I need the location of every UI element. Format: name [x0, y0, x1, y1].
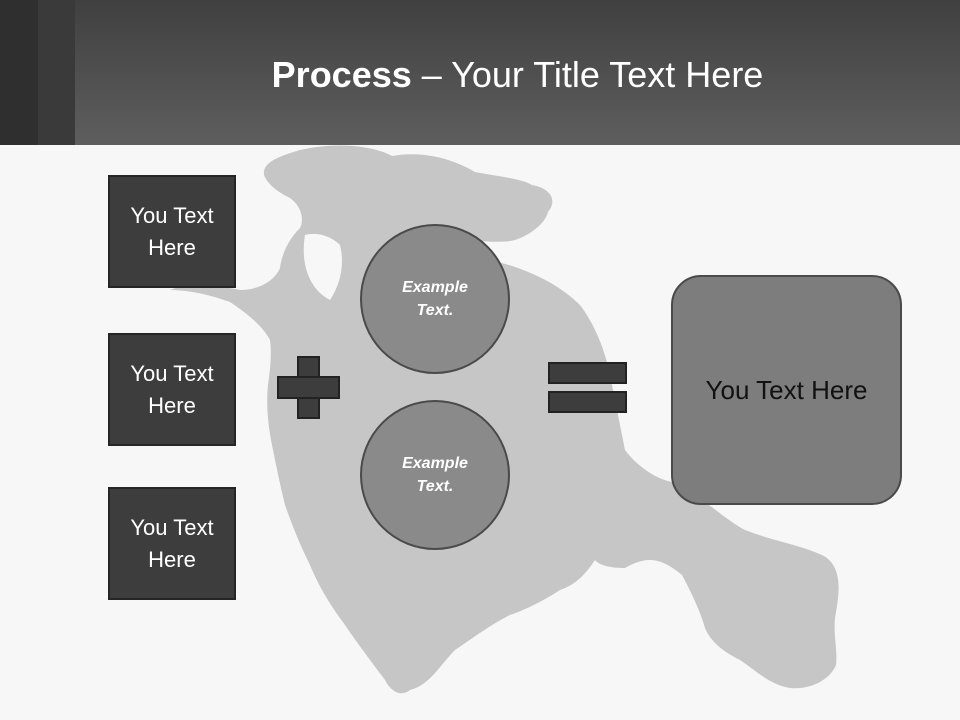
equals-bar-top — [548, 362, 627, 384]
input-box-text: You Text Here — [130, 514, 214, 572]
result-box-text: You Text Here — [705, 374, 868, 405]
example-circle-text: Example Text. — [402, 279, 468, 319]
example-circle-1[interactable]: Example Text. — [360, 224, 510, 374]
equals-bar-bottom — [548, 391, 627, 413]
input-box-1[interactable]: You Text Here — [108, 175, 236, 288]
title-bar: Process – Your Title Text Here — [0, 0, 960, 145]
input-box-2[interactable]: You Text Here — [108, 333, 236, 446]
decorative-strip — [0, 0, 38, 145]
slide-title[interactable]: Process – Your Title Text Here — [75, 50, 960, 100]
input-box-text: You Text Here — [130, 360, 214, 418]
input-box-text: You Text Here — [130, 202, 214, 260]
india-map-silhouette — [170, 145, 839, 694]
example-circle-text: Example Text. — [402, 455, 468, 495]
result-box[interactable]: You Text Here — [671, 275, 902, 505]
input-box-3[interactable]: You Text Here — [108, 487, 236, 600]
decorative-strip — [38, 0, 75, 145]
plus-icon — [277, 356, 340, 419]
example-circle-2[interactable]: Example Text. — [360, 400, 510, 550]
title-bold: Process — [271, 54, 412, 95]
title-rest: – Your Title Text Here — [411, 54, 764, 95]
